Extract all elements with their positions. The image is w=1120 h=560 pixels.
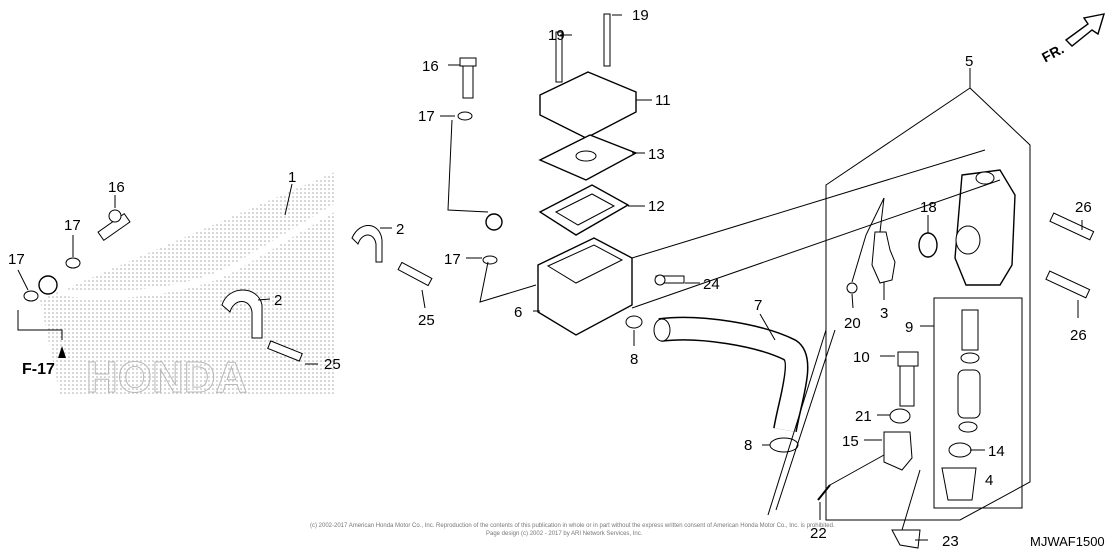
copyright-line-2: Page design (c) 2002 - 2017 by ARI Netwo… xyxy=(486,531,643,537)
banjo-bolt-lower[interactable] xyxy=(97,209,131,241)
callout-10[interactable]: 10 xyxy=(853,349,870,366)
copyright-line-1: (c) 2002-2017 American Honda Motor Co., … xyxy=(310,523,835,529)
callout-2-upper[interactable]: 2 xyxy=(396,221,404,238)
callout-11[interactable]: 11 xyxy=(655,92,671,109)
callout-16-lower[interactable]: 16 xyxy=(108,179,125,196)
callout-7[interactable]: 7 xyxy=(754,297,762,314)
callout-17-d[interactable]: 17 xyxy=(8,251,25,268)
mounting-bolts[interactable] xyxy=(1045,212,1095,299)
reservoir-screws[interactable] xyxy=(555,13,611,83)
joint-fitting[interactable] xyxy=(871,231,896,284)
callout-3[interactable]: 3 xyxy=(880,305,888,322)
callout-19-b[interactable]: 19 xyxy=(632,7,649,24)
diaphragm-plate[interactable] xyxy=(538,134,638,181)
callout-23[interactable]: 23 xyxy=(942,533,959,550)
front-marker: FR. xyxy=(1039,13,1106,66)
callout-labels: 1 2 2 3 4 5 6 7 8 8 9 10 11 12 13 14 15 … xyxy=(8,7,1092,550)
diaphragm[interactable] xyxy=(538,184,630,236)
callout-26-lower[interactable]: 26 xyxy=(1070,327,1087,344)
callout-2-lower[interactable]: 2 xyxy=(274,292,282,309)
brake-hose[interactable] xyxy=(38,135,517,299)
callout-21[interactable]: 21 xyxy=(855,408,872,425)
callout-12[interactable]: 12 xyxy=(648,198,665,215)
master-cylinder-body[interactable] xyxy=(954,169,1016,286)
joint-pin[interactable] xyxy=(891,529,921,549)
reservoir-hose[interactable] xyxy=(653,316,809,433)
callout-25-upper[interactable]: 25 xyxy=(418,312,435,329)
piston-set[interactable] xyxy=(957,309,981,433)
callout-19-a[interactable]: 19 xyxy=(548,27,565,44)
reservoir-cap[interactable] xyxy=(539,71,637,139)
banjo-fitting-lower xyxy=(38,275,58,295)
diagram-code: MJWAF1500 xyxy=(1030,534,1105,549)
stopper-ring xyxy=(948,442,972,458)
callout-15[interactable]: 15 xyxy=(842,433,859,450)
callout-22[interactable]: 22 xyxy=(810,525,827,542)
hose-clamp-lower[interactable] xyxy=(221,289,263,339)
callout-18[interactable]: 18 xyxy=(920,199,937,216)
callout-1[interactable]: 1 xyxy=(288,169,296,186)
clamp-bolts[interactable] xyxy=(267,261,433,362)
reference-marker[interactable]: F-17 xyxy=(22,346,66,378)
callout-26-upper[interactable]: 26 xyxy=(1075,199,1092,216)
callout-20[interactable]: 20 xyxy=(844,315,861,332)
reservoir-bolt[interactable] xyxy=(654,274,685,286)
rod-joint[interactable] xyxy=(883,431,913,471)
assembly-outline xyxy=(825,87,1031,521)
callout-13[interactable]: 13 xyxy=(648,146,665,163)
oring xyxy=(918,232,938,258)
hose-clamp-upper[interactable] xyxy=(351,225,383,263)
callout-4[interactable]: 4 xyxy=(985,472,993,489)
callout-24[interactable]: 24 xyxy=(703,276,720,293)
joint-screw xyxy=(846,282,858,294)
front-arrow-icon xyxy=(1064,13,1106,47)
banjo-fitting-upper xyxy=(485,213,503,231)
callout-17-c[interactable]: 17 xyxy=(64,217,81,234)
front-label: FR. xyxy=(1039,41,1066,66)
reservoir[interactable] xyxy=(537,237,633,336)
reference-arrow-icon xyxy=(58,346,66,358)
callout-8-upper[interactable]: 8 xyxy=(630,351,638,368)
callout-5[interactable]: 5 xyxy=(965,53,973,70)
banjo-bolt-upper[interactable] xyxy=(459,57,477,99)
boot[interactable] xyxy=(941,467,977,501)
callout-9[interactable]: 9 xyxy=(905,319,913,336)
push-rod[interactable] xyxy=(897,351,919,407)
reference-label[interactable]: F-17 xyxy=(22,361,55,378)
callout-8-lower[interactable]: 8 xyxy=(744,437,752,454)
honda-watermark: HONDA xyxy=(86,353,247,402)
nut xyxy=(889,408,911,424)
callout-17-b[interactable]: 17 xyxy=(444,251,461,268)
callout-6[interactable]: 6 xyxy=(514,304,522,321)
leader-lines xyxy=(17,14,1083,541)
cotter-pin xyxy=(817,484,831,501)
sealing-washers xyxy=(23,111,498,302)
callout-14[interactable]: 14 xyxy=(988,443,1005,460)
callout-16-upper[interactable]: 16 xyxy=(422,58,439,75)
callout-25-lower[interactable]: 25 xyxy=(324,356,341,373)
callout-17-a[interactable]: 17 xyxy=(418,108,435,125)
